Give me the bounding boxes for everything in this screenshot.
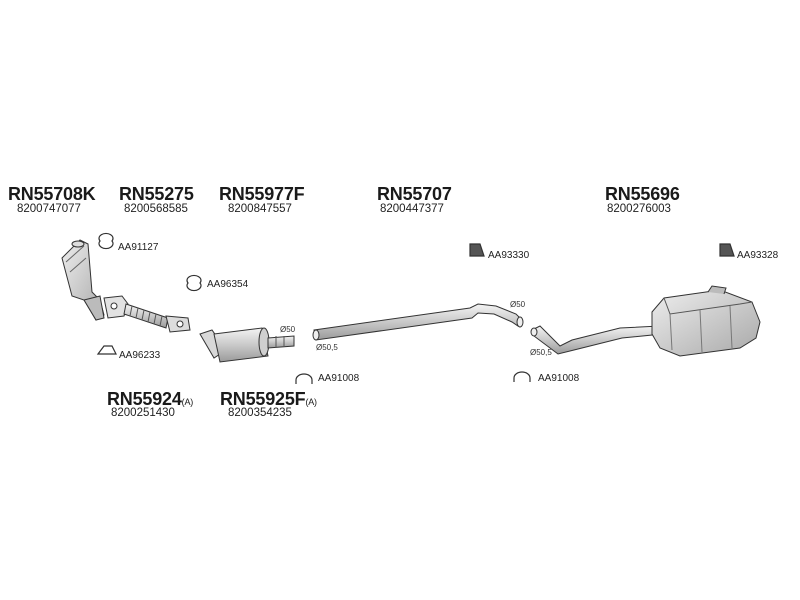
part-code: RN55925F(A) bbox=[220, 389, 317, 410]
accessory-label: AA91008 bbox=[318, 373, 360, 384]
intermediate-pipe-icon bbox=[312, 303, 524, 341]
accessory-label: AA93330 bbox=[488, 250, 530, 261]
oem-number: 8200568585 bbox=[124, 203, 188, 215]
part-code-text: RN55924 bbox=[107, 389, 182, 409]
part-code-text: RN55925F bbox=[220, 389, 306, 409]
rear-silencer-icon bbox=[530, 285, 761, 357]
clamp-icon bbox=[295, 373, 313, 384]
diameter-label: Ø50,5 bbox=[530, 348, 552, 357]
oem-number: 8200354235 bbox=[228, 407, 292, 419]
part-code: RN55924(A) bbox=[107, 389, 193, 410]
rubber-mount-icon bbox=[719, 243, 735, 257]
accessory-label: AA96354 bbox=[207, 279, 249, 290]
part-suffix: (A) bbox=[181, 397, 194, 407]
rubber-mount-icon bbox=[469, 243, 485, 257]
diameter-label: Ø50,5 bbox=[316, 343, 338, 352]
gasket-icon bbox=[96, 345, 117, 355]
diameter-label: Ø50 bbox=[510, 300, 526, 309]
gasket-icon bbox=[98, 232, 114, 250]
accessory-label: AA91127 bbox=[118, 242, 159, 253]
catalytic-converter-icon bbox=[61, 239, 105, 321]
diameter-label: Ø50 bbox=[280, 325, 296, 334]
accessory-label: AA93328 bbox=[737, 250, 779, 261]
particulate-filter-icon bbox=[199, 327, 295, 363]
part-code: RN55708K bbox=[8, 184, 96, 204]
oem-number: 8200251430 bbox=[111, 407, 175, 419]
flex-pipe-icon bbox=[103, 295, 191, 333]
part-code: RN55977F bbox=[219, 184, 305, 204]
oem-number: 8200847557 bbox=[228, 203, 292, 215]
part-code: RN55275 bbox=[119, 184, 194, 204]
oem-number: 8200276003 bbox=[607, 203, 671, 215]
part-code: RN55707 bbox=[377, 184, 452, 204]
accessory-label: AA96233 bbox=[119, 350, 161, 361]
part-code: RN55696 bbox=[605, 184, 680, 204]
oem-number: 8200747077 bbox=[17, 203, 81, 215]
part-suffix: (A) bbox=[305, 397, 317, 407]
clamp-icon bbox=[513, 371, 531, 382]
oem-number: 8200447377 bbox=[380, 203, 444, 215]
accessory-label: AA91008 bbox=[538, 373, 580, 384]
gasket-icon bbox=[186, 274, 202, 292]
